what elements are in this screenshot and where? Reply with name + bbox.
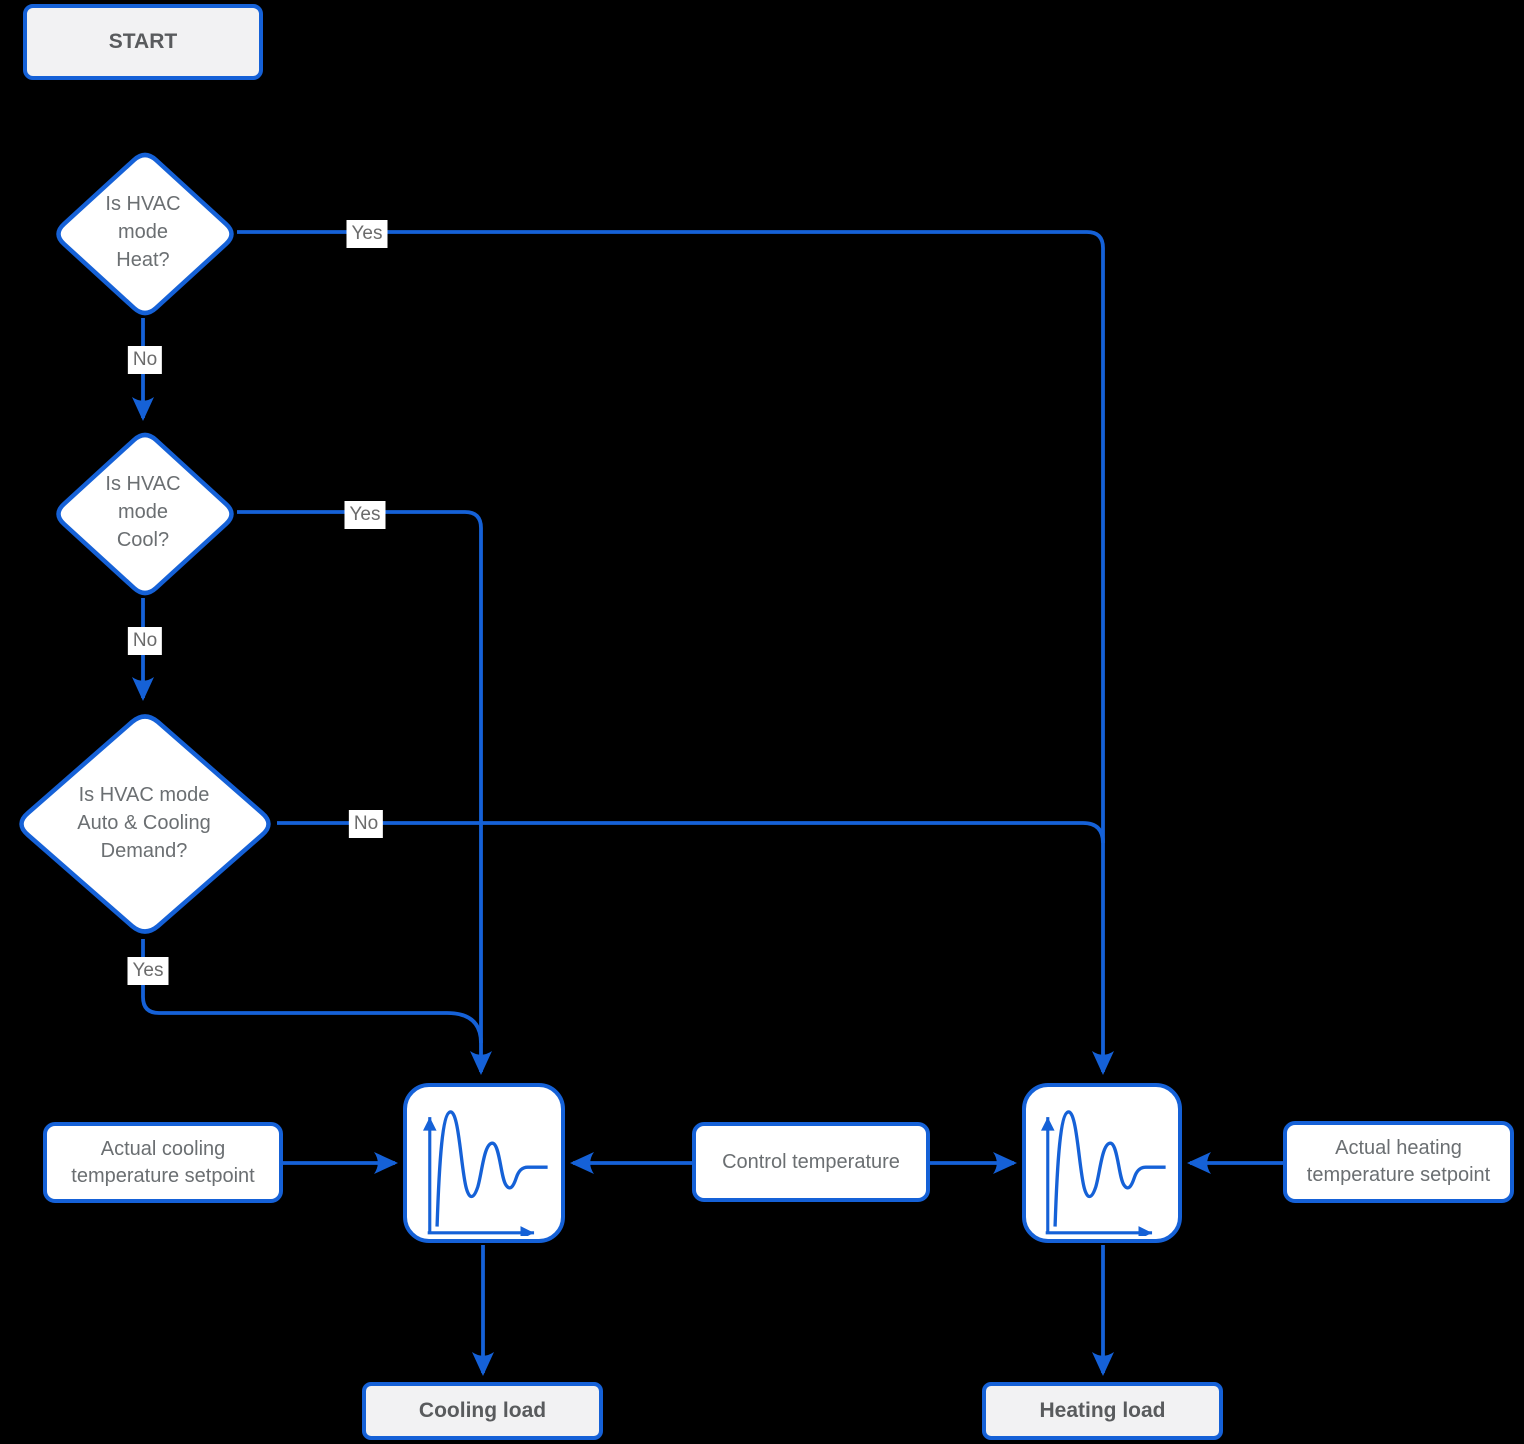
diamond-shape (56, 432, 234, 596)
decision-hvac-auto-label: Is HVAC mode Auto & Cooling Demand? (77, 784, 211, 862)
cooling-pid-node (403, 1083, 565, 1243)
edge-heat-yes (237, 230, 1114, 1075)
pid-response-curve-icon (1040, 1110, 1166, 1236)
heating-setpoint-label: Actual heating temperature setpoint (1306, 1137, 1491, 1186)
diamond-shape (56, 152, 234, 316)
decision-hvac-cool: Is HVAC mode Cool? (45, 422, 241, 602)
decision-hvac-auto: Is HVAC mode Auto & Cooling Demand? (7, 703, 281, 943)
edge-label-auto-no: No (348, 810, 384, 838)
heating-load-node: Heating load (982, 1382, 1223, 1440)
edge-cool-yes (237, 510, 492, 1075)
decision-hvac-heat-label: Is HVAC mode Heat? (105, 193, 181, 271)
decision-hvac-heat: Is HVAC mode Heat? (45, 142, 241, 322)
pid-response-curve-icon (422, 1110, 548, 1236)
decision-hvac-cool-label: Is HVAC mode Cool? (105, 473, 181, 551)
start-label: START (108, 30, 178, 53)
heating-load-label: Heating load (1039, 1399, 1166, 1422)
edge-auto-yes (141, 939, 483, 1044)
edge-label-heat-yes: Yes (346, 220, 388, 248)
control-temperature-node: Control temperature (692, 1122, 930, 1202)
cooling-load-node: Cooling load (362, 1382, 603, 1440)
cooling-load-label: Cooling load (418, 1399, 547, 1422)
start-node: START (23, 4, 263, 80)
control-temperature-label: Control temperature (722, 1150, 900, 1173)
edge-label-cool-no: No (127, 627, 163, 655)
edge-label-cool-yes: Yes (344, 501, 386, 529)
diamond-shape (19, 714, 271, 934)
heating-setpoint-node: Actual heating temperature setpoint (1283, 1121, 1514, 1203)
cooling-setpoint-node: Actual cooling temperature setpoint (43, 1122, 283, 1203)
cooling-setpoint-label: Actual cooling temperature setpoint (71, 1137, 255, 1187)
edge-auto-no (277, 821, 1105, 844)
edge-label-auto-yes: Yes (127, 957, 169, 985)
edge-label-heat-no: No (127, 346, 163, 374)
heating-pid-node (1022, 1083, 1182, 1243)
